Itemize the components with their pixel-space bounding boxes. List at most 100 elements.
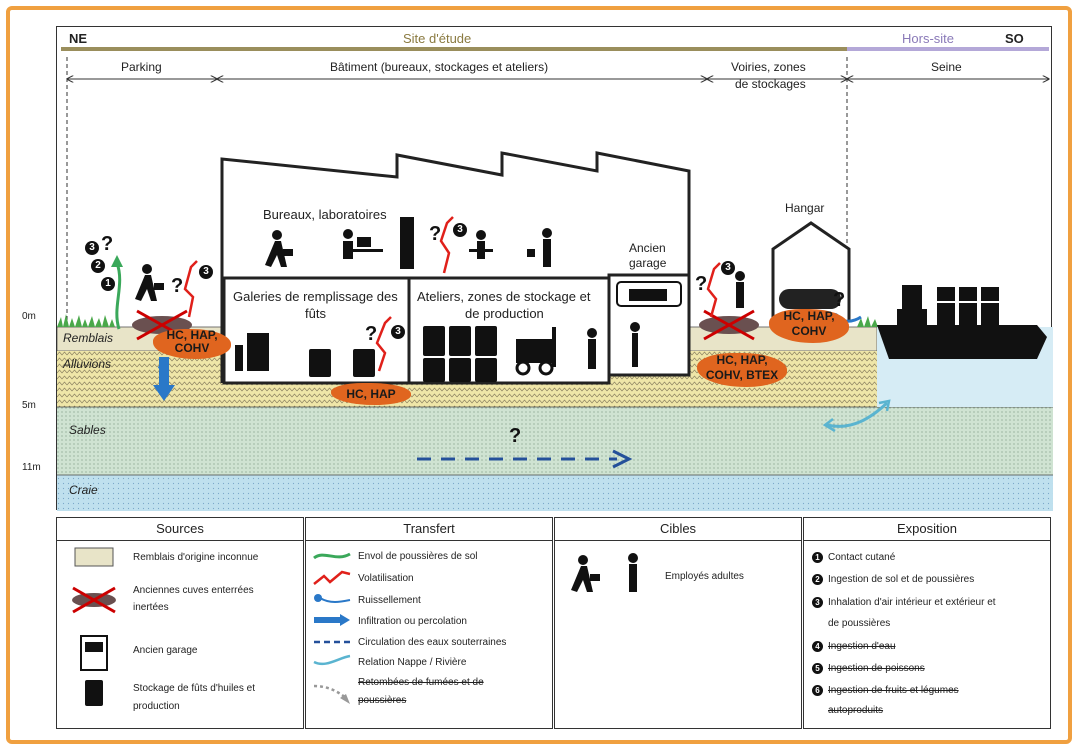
pollutant-voiries-line1: HC, HAP, [716, 353, 768, 367]
question-mark: ? [833, 289, 846, 311]
expo-num-4: 4 [812, 640, 823, 652]
legend-expo-ingestion-sol: 2 Ingestion de sol et de poussières [812, 571, 974, 588]
zone-seine: Seine [931, 60, 962, 74]
legend-sources-title: Sources [57, 518, 303, 541]
pollutant-parking-line2: COHV [174, 341, 210, 355]
depth-0m: 0m [22, 311, 36, 322]
exposure-num-3: 3 [199, 265, 213, 279]
legend-sources: Sources Remblais d'origine inconnue Anci… [56, 517, 304, 729]
legend-expo-eau: 4 Ingestion d'eau [812, 638, 896, 655]
expo-text-contact: Contact cutané [828, 552, 896, 563]
zone-voiries-line2: de stockages [735, 77, 806, 91]
label-site-etude: Site d'étude [403, 31, 472, 46]
legend-transfert-envol: Envol de poussières de sol [358, 551, 478, 562]
legend-cibles-symbols [571, 553, 638, 592]
pollutant-voiries: HC, HAP, COHV, BTEX [697, 353, 787, 387]
zone-voiries-line1: Voiries, zones [731, 60, 806, 74]
label-ateliers-line1: Ateliers, zones de stockage et [417, 289, 591, 304]
question-mark: ? [429, 223, 442, 245]
expo-text-fruits-line1: Ingestion de fruits et légumes [828, 685, 959, 696]
expo-num-1: 1 [812, 551, 823, 563]
exposure-num-3: 3 [453, 223, 467, 237]
exposure-num-3: 3 [85, 241, 99, 255]
legend-source-remblais: Remblais d'origine inconnue [133, 552, 259, 563]
legend-transfert-volatilisation: Volatilisation [358, 573, 414, 584]
legend-source-futs-line2: production [133, 701, 180, 712]
legend-expo-poissons: 5 Ingestion de poissons [812, 660, 925, 677]
legend-transfert-circulation: Circulation des eaux souterraines [358, 637, 507, 648]
legend-expo-fruits-line2: autoproduits [828, 705, 884, 716]
zone-batiment: Bâtiment (bureaux, stockages et ateliers… [330, 60, 549, 74]
label-so: SO [1005, 31, 1024, 46]
legend-transfert-retombees-line1: Retombées de fumées et de [358, 677, 484, 688]
label-ancien-line2: garage [629, 256, 667, 270]
building-roof [220, 151, 691, 187]
pollutant-hangar-line2: COHV [791, 324, 827, 338]
layer-label-alluvions: Alluvions [63, 357, 112, 371]
conceptual-site-model: NE Site d'étude Hors-site SO Parking Bât… [56, 26, 1053, 511]
legend-cibles-title: Cibles [555, 518, 801, 541]
legend-cible-employes: Employés adultes [665, 571, 744, 582]
expo-num-5: 5 [812, 662, 823, 674]
label-galeries-line2: fûts [305, 306, 326, 321]
label-hors-site: Hors-site [902, 31, 955, 46]
exposure-num-1: 1 [101, 277, 115, 291]
layer-label-remblais: Remblais [63, 331, 114, 345]
legend-transfert-retombees-line2: poussières [358, 695, 407, 706]
question-mark: ? [171, 275, 184, 297]
expo-num-3: 3 [812, 596, 823, 608]
legend-expo-inhalation: 3 Inhalation d'air intérieur et extérieur… [812, 594, 996, 611]
depth-5m: 5m [22, 400, 36, 411]
layer-craie [57, 475, 1053, 511]
question-mark: ? [695, 273, 708, 295]
depth-11m: 11m [22, 462, 41, 473]
question-mark: ? [101, 233, 114, 255]
pollutant-parking: HC, HAP, COHV [153, 329, 231, 359]
legend-cibles: Cibles Employés adultes [554, 517, 802, 729]
legend-sources-symbols [72, 547, 116, 706]
expo-text-eau: Ingestion d'eau [828, 641, 896, 652]
pollutant-voiries-line2: COHV, BTEX [705, 368, 779, 382]
legend-transfert-symbols [313, 552, 351, 704]
question-mark: ? [509, 425, 522, 447]
label-galeries-line1: Galeries de remplissage des [233, 289, 398, 304]
pollutant-hangar-line1: HC, HAP, [783, 309, 835, 323]
expo-text-ingestion-sol: Ingestion de sol et de poussières [828, 574, 975, 585]
legend-transfert-ruissellement: Ruissellement [358, 595, 421, 606]
question-mark: ? [365, 323, 378, 345]
legend-expo-contact: 1 Contact cutané [812, 549, 895, 566]
zone-parking: Parking [121, 60, 162, 74]
exposure-num-2: 2 [91, 259, 105, 273]
exposure-num-3: 3 [721, 261, 735, 275]
layer-sables [57, 407, 1053, 475]
pollutant-galeries-text: HC, HAP [346, 387, 396, 401]
pollutant-hangar: HC, HAP, COHV [769, 309, 849, 343]
legend-transfert-relation: Relation Nappe / Rivière [358, 657, 467, 668]
legend-transfert-infiltration: Infiltration ou percolation [358, 616, 467, 627]
legend-expo-inhalation-line2: de poussières [828, 618, 891, 629]
label-bureaux: Bureaux, laboratoires [263, 207, 387, 222]
pollutant-galeries: HC, HAP [331, 383, 411, 405]
label-ateliers-line2: de production [465, 306, 544, 321]
label-ancien-line1: Ancien [629, 241, 666, 255]
expo-num-6: 6 [812, 684, 823, 696]
legend-exposition-title: Exposition [804, 518, 1050, 541]
legend-expo-fruits: 6 Ingestion de fruits et légumes [812, 682, 959, 699]
question-mark: ? [157, 361, 170, 383]
legend-source-garage: Ancien garage [133, 645, 198, 656]
pollutant-parking-line1: HC, HAP, [166, 328, 218, 342]
label-ne: NE [69, 31, 88, 46]
layer-label-sables: Sables [69, 423, 106, 437]
expo-text-poissons: Ingestion de poissons [828, 663, 925, 674]
legend-transfert: Transfert Envol de poussières de sol Vol… [305, 517, 553, 729]
expo-num-2: 2 [812, 573, 823, 585]
legend-source-cuves-line1: Anciennes cuves enterrées [133, 585, 254, 596]
layer-label-craie: Craie [69, 483, 98, 497]
label-hangar: Hangar [785, 201, 825, 215]
legend-source-futs-line1: Stockage de fûts d'huiles et [133, 683, 255, 694]
exposure-num-3: 3 [391, 325, 405, 339]
expo-text-inhalation-line1: Inhalation d'air intérieur et extérieur … [828, 597, 996, 608]
legend-source-cuves-line2: inertées [133, 602, 169, 613]
legend-transfert-title: Transfert [306, 518, 552, 541]
